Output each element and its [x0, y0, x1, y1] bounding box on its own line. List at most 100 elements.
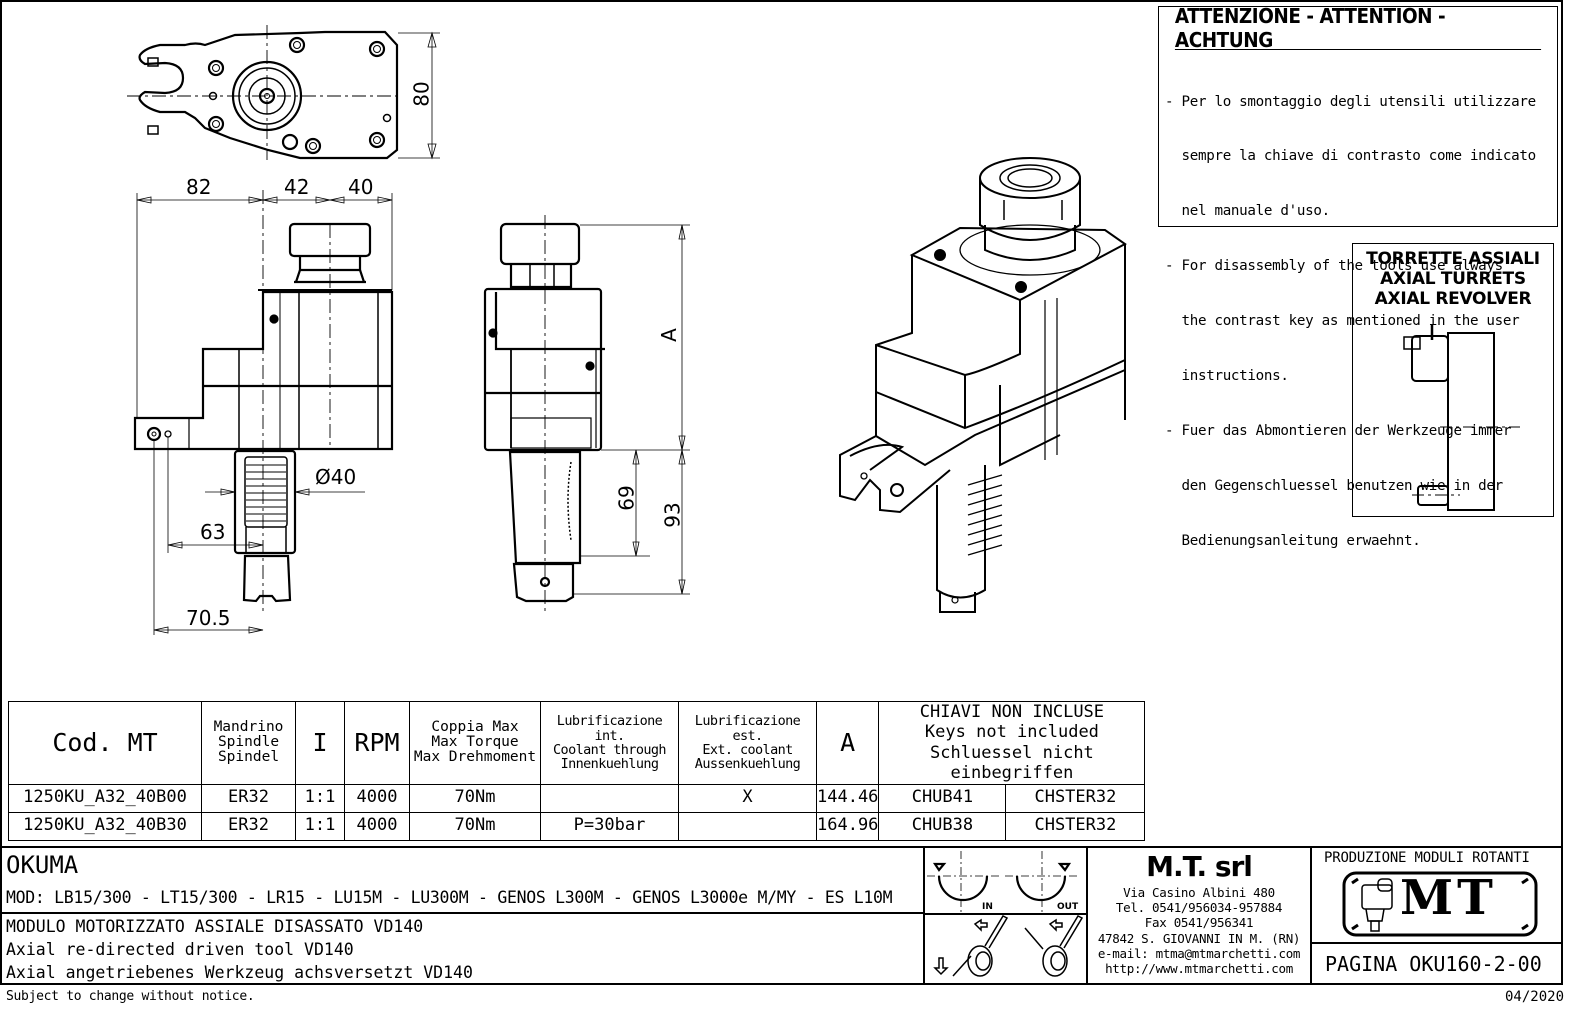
brand-name: OKUMA — [6, 851, 79, 879]
dim-63: 63 — [200, 520, 226, 544]
turret-label-it: TORRETTE ASSIALI — [1366, 249, 1540, 269]
cell-code: 1250KU_A32_40B30 — [8, 811, 202, 841]
warning-title: ATTENZIONE - ATTENTION - ACHTUNG — [1174, 4, 1542, 52]
header-code: Cod. MT — [8, 701, 202, 785]
cell-spindle: ER32 — [201, 811, 296, 841]
logo-text: MT — [1400, 870, 1497, 926]
dim-diameter-40: Ø40 — [315, 465, 357, 489]
header-line: Coppia Max — [431, 718, 519, 735]
dim-82: 82 — [186, 175, 212, 199]
brand-section — [0, 846, 925, 914]
cell-coolant-ext — [678, 811, 817, 841]
table-row: 1250KU_A32_40B00 ER32 1:1 4000 70Nm X 14… — [8, 783, 1146, 813]
title-block — [0, 846, 1563, 985]
dim-42: 42 — [284, 175, 310, 199]
company-name: M.T. srl — [1146, 850, 1253, 883]
turret-label-en: AXIAL TURRETS — [1380, 269, 1526, 289]
cell-torque: 70Nm — [409, 811, 541, 841]
header-spindle: Mandrino Spindle Spindel — [201, 701, 296, 785]
footer-notice: Subject to change without notice. — [6, 989, 255, 1004]
cell-torque: 70Nm — [409, 783, 541, 813]
company-section: M.T. srl Via Casino Albini 480 Tel. 0541… — [1088, 846, 1312, 985]
cell-key2: CHSTER32 — [1005, 783, 1146, 813]
description-en: Axial re-directed driven tool VD140 — [6, 940, 354, 959]
warning-box: ATTENZIONE - ATTENTION - ACHTUNG - Per l… — [1158, 4, 1558, 549]
rotation-in-label: IN — [982, 902, 993, 912]
description-it: MODULO MOTORIZZATO ASSIALE DISASSATO VD1… — [6, 917, 424, 936]
header-a: A — [815, 701, 880, 785]
cell-key1: CHUB41 — [878, 783, 1007, 813]
header-line: Lubrificazione est. — [694, 713, 801, 744]
company-city: 47842 S. GIOVANNI IN M. (RN) — [1097, 930, 1301, 946]
rotation-in-icon — [932, 862, 989, 902]
header-ratio: I — [295, 701, 345, 785]
header-line: Schluessel nicht einbegriffen — [930, 742, 1094, 784]
header-line: Coolant through — [553, 741, 667, 758]
production-label: PRODUZIONE MODULI ROTANTI — [1324, 850, 1530, 866]
compatible-models: MOD: LB15/300 - LT15/300 - LR15 - LU15M … — [6, 888, 893, 907]
warning-line: Bedienungsanleitung erwaehnt. — [1165, 532, 1421, 549]
turret-diagram — [1403, 325, 1495, 511]
header-line: Spindel — [217, 749, 280, 766]
page-number: PAGINA OKU160-2-00 — [1325, 952, 1542, 976]
rotation-out-label: OUT — [1057, 902, 1079, 912]
header-line: Aussenkuehlung — [694, 755, 801, 772]
header-line: CHIAVI NON INCLUSE — [919, 702, 1105, 722]
warning-line: nel manuale d'uso. — [1165, 203, 1330, 220]
header-line: Mandrino — [213, 718, 284, 735]
header-line: Keys not included — [924, 722, 1099, 743]
rotation-section — [925, 846, 1088, 985]
dim-93: 93 — [660, 502, 685, 528]
header-line: Max Torque — [431, 734, 519, 751]
warning-line: the contrast key as mentioned in the use… — [1165, 313, 1520, 330]
header-coolant-int: Lubrificazione int. Coolant through Inne… — [540, 701, 679, 785]
company-fax: Fax 0541/956341 — [1144, 915, 1254, 931]
rotation-divider — [925, 913, 1088, 915]
drawing-sheet — [0, 0, 1563, 985]
dim-80: 80 — [409, 81, 434, 107]
rotation-out-icon — [1015, 862, 1072, 902]
warning-text: - Per lo smontaggio degli utensili utili… — [1159, 50, 1557, 587]
warning-line: den Gegenschluessel benutzen wie in der — [1165, 477, 1503, 494]
header-keys: CHIAVI NON INCLUSE Keys not included Sch… — [878, 701, 1146, 785]
cell-key1: CHUB38 — [878, 811, 1007, 841]
description-section — [0, 914, 925, 985]
header-line: Ext. coolant — [702, 741, 793, 758]
warning-line: sempre la chiave di contrasto come indic… — [1165, 148, 1536, 165]
cell-key2: CHSTER32 — [1005, 811, 1146, 841]
wrench-in-icon — [933, 915, 1009, 977]
header-coolant-ext: Lubrificazione est. Ext. coolant Aussenk… — [678, 701, 817, 785]
company-email[interactable]: e-mail: mtma@mtmarchetti.com — [1097, 945, 1301, 961]
cell-spindle: ER32 — [201, 783, 296, 813]
cell-ratio: 1:1 — [295, 783, 345, 813]
cell-coolant-ext: X — [678, 783, 817, 813]
tool-module-icon — [1361, 878, 1393, 932]
company-website[interactable]: http://www.mtmarchetti.com — [1105, 961, 1293, 977]
rotation-icons — [927, 851, 1084, 977]
header-torque: Coppia Max Max Torque Max Drehmoment — [409, 701, 541, 785]
turret-type-title: TORRETTE ASSIALI AXIAL TURRETS AXIAL REV… — [1353, 249, 1553, 309]
header-line: Innenkuehlung — [560, 755, 659, 772]
warning-line: - Per lo smontaggio degli utensili utili… — [1165, 93, 1536, 110]
spec-table: Cod. MT Mandrino Spindle Spindel I RPM C… — [8, 701, 1146, 841]
turret-label-de: AXIAL REVOLVER — [1374, 289, 1532, 309]
front-view — [133, 222, 394, 603]
warning-line: - Fuer das Abmontieren der Werkzeuge imm… — [1165, 422, 1512, 439]
wrench-out-icon — [1024, 915, 1084, 977]
dim-69: 69 — [614, 485, 639, 511]
table-row: 1250KU_A32_40B30 ER32 1:1 4000 70Nm P=30… — [8, 811, 1146, 841]
warning-line: instructions. — [1165, 368, 1289, 385]
header-line: Spindle — [217, 734, 280, 751]
cell-a: 164.96 — [815, 811, 880, 841]
cell-coolant-int: P=30bar — [540, 811, 679, 841]
cell-rpm: 4000 — [344, 811, 410, 841]
footer-date: 04/2020 — [1505, 989, 1565, 1005]
header-rpm: RPM — [344, 701, 410, 785]
company-phone: Tel. 0541/956034-957884 — [1115, 900, 1283, 916]
description-de: Axial angetriebenes Werkzeug achsversetz… — [6, 963, 473, 982]
dim-40: 40 — [348, 175, 374, 199]
mt-logo — [1342, 871, 1538, 937]
isometric-view — [839, 157, 1127, 613]
warning-line: - For disassembly of the tools use alway… — [1165, 258, 1503, 275]
header-line: Max Drehmoment — [413, 749, 537, 766]
